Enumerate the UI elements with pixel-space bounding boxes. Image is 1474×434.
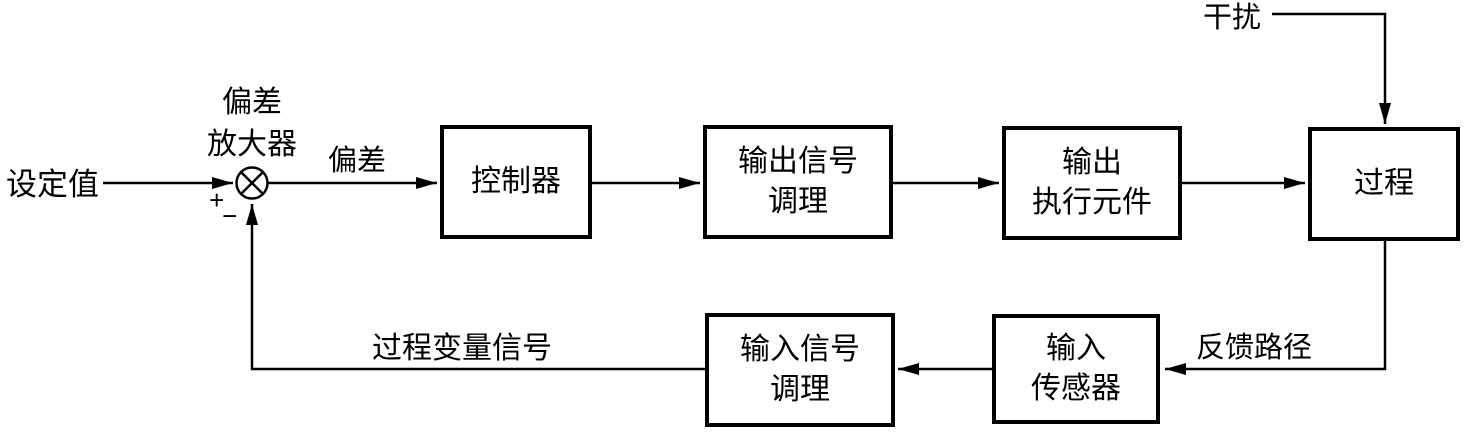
block-input-signal-conditioning: 输入信号 调理 — [705, 313, 895, 427]
summing-amplifier-label: 偏差 放大器 — [207, 86, 297, 161]
block-controller: 控制器 — [440, 125, 592, 239]
disturbance-label: 干扰 — [1203, 2, 1262, 34]
process-variable-signal-label: 过程变量信号 — [372, 332, 552, 365]
connector-process-to-input-sensor — [1165, 241, 1387, 375]
minus-sign-label: − — [222, 201, 238, 231]
feedback-path-label: 反馈路径 — [1196, 332, 1313, 364]
block-output-signal-conditioning: 输出信号 调理 — [703, 125, 893, 239]
setpoint-label: 设定值 — [6, 167, 99, 202]
block-input-sensor: 输入 传感器 — [992, 314, 1160, 424]
connector-disturbance-to-process — [1272, 12, 1391, 124]
summing-junction-icon — [235, 166, 269, 200]
plus-sign-label: + — [209, 185, 225, 215]
block-process: 过程 — [1308, 127, 1460, 241]
connector-input-conditioning-to-junction — [246, 204, 705, 371]
deviation-label: 偏差 — [327, 145, 386, 177]
block-output-actuator: 输出 执行元件 — [1002, 126, 1182, 240]
